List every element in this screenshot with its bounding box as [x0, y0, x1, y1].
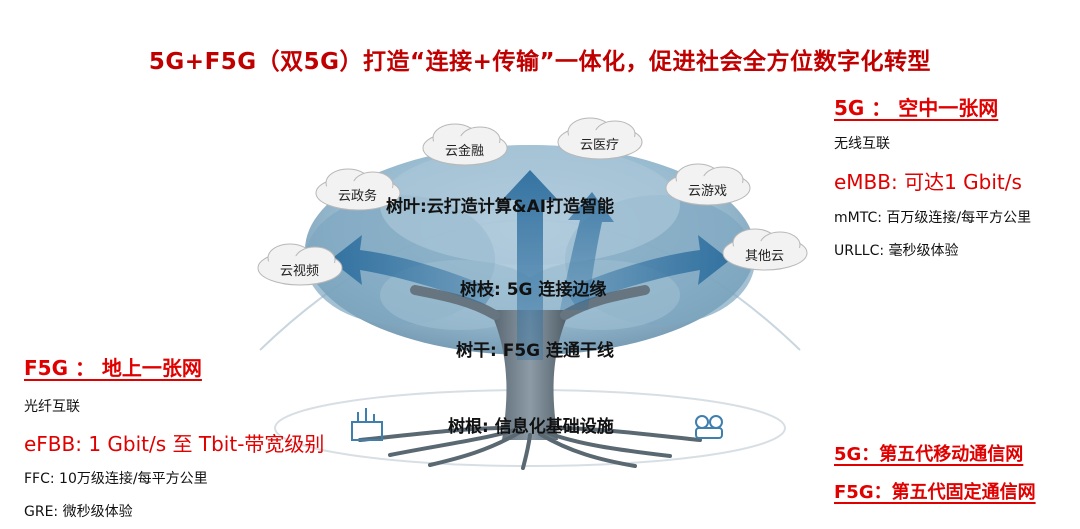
cloud-label-qita: 其他云: [745, 249, 785, 264]
cloud-label-jinrong: 云金融: [445, 144, 485, 159]
tree-label-roots: 树根: 信息化基础设施: [448, 417, 614, 437]
cloud-label-shipin: 云视频: [280, 264, 320, 279]
tree-label-leaves: 树叶:云打造计算&AI打造智能: [386, 197, 615, 217]
cloud-qita: [722, 228, 808, 271]
tree-illustration: [257, 117, 808, 470]
tree-label-trunk: 树干: F5G 连通干线: [456, 341, 615, 361]
right-line-2: eMBB: 可达1 Gbit/s: [834, 170, 1022, 194]
right-line-3: mMTC: 百万级连接/每平方公里: [834, 210, 1032, 226]
arrow-up-center: [502, 170, 558, 360]
tree-roots: [358, 426, 702, 470]
left-line-3: FFC: 10万级连接/每平方公里: [24, 471, 208, 487]
factory-icon: [351, 408, 383, 441]
cloud-label-youxi: 云游戏: [688, 184, 728, 199]
arrow-right: [565, 235, 730, 305]
cloud-label-yiliao: 云医疗: [580, 138, 620, 153]
cloud-jinrong: [422, 123, 508, 166]
cloud-label-zhengwu: 云政务: [338, 189, 378, 204]
left-line-1: 光纤互联: [24, 399, 80, 415]
right-line-4: URLLC: 毫秒级体验: [834, 243, 959, 259]
tree-trunk: [490, 310, 570, 440]
cloud-shipin: [257, 243, 343, 286]
right-line-1: 无线互联: [834, 136, 890, 152]
arrow-up-right: [560, 192, 614, 310]
page-title: 5G+F5G（双5G）打造“连接+传输”一体化，促进社会全方位数字化转型: [148, 49, 932, 75]
definition-5g: 5G：第五代移动通信网: [834, 444, 1024, 465]
definition-f5g: F5G：第五代固定通信网: [834, 482, 1036, 503]
left-line-2: eFBB: 1 Gbit/s 至 Tbit-带宽级别: [24, 432, 325, 456]
cloud-zhengwu: [315, 168, 401, 211]
cloud-yiliao: [557, 117, 643, 160]
cloud-youxi: [665, 163, 751, 206]
tree-label-branches: 树枝: 5G 连接边缘: [460, 280, 607, 300]
right-heading: 5G ： 空中一张网: [834, 96, 999, 120]
arrow-left: [330, 235, 495, 305]
left-line-4: GRE: 微秒级体验: [24, 504, 133, 520]
devices-icon: [695, 415, 723, 439]
left-heading: F5G ： 地上一张网: [24, 356, 202, 380]
